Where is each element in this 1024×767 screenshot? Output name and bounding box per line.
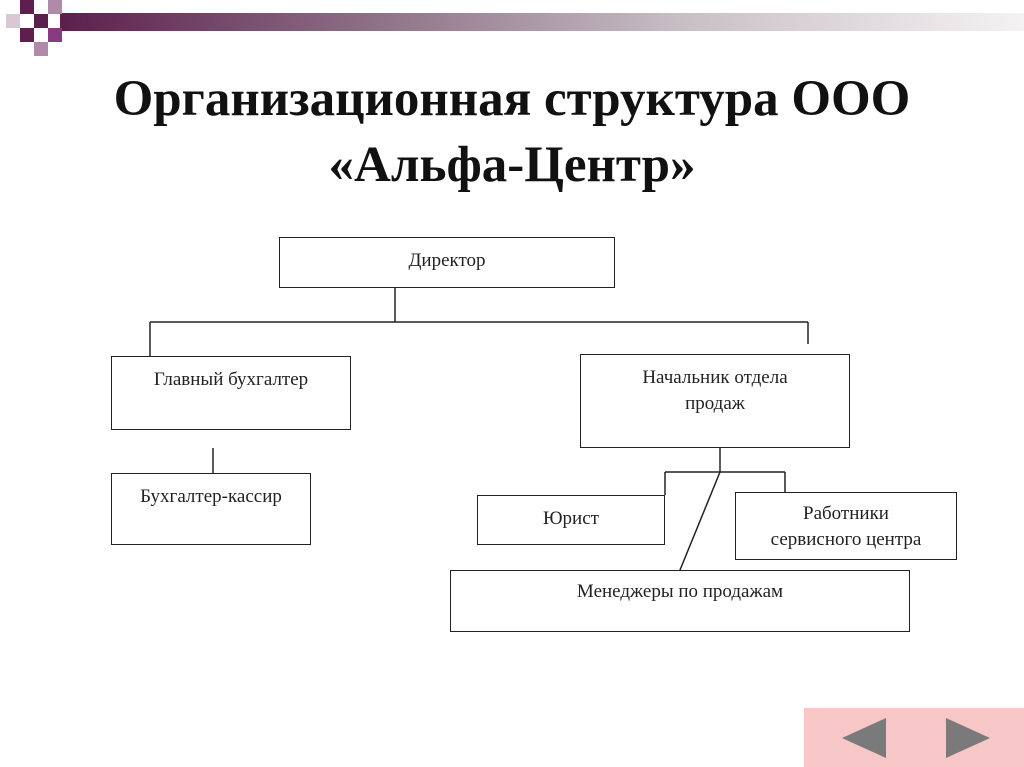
box-label-line-1: Начальник отдела (642, 367, 788, 388)
box-label-line-1: Работники (803, 503, 889, 524)
box-service-staff: Работники сервисного центра (735, 492, 957, 560)
slide-title: Организационная структура ООО «Альфа-Цен… (0, 66, 1024, 198)
box-chief-accountant: Главный бухгалтер (111, 356, 351, 430)
deco-square (48, 28, 62, 42)
box-director: Директор (279, 237, 615, 288)
box-label-line-2: продаж (685, 393, 745, 414)
box-label: Юрист (543, 508, 599, 529)
box-label: Бухгалтер-кассир (140, 486, 282, 507)
box-sales-head: Начальник отдела продаж (580, 354, 850, 448)
arrow-right-icon[interactable] (938, 716, 998, 760)
box-label: Менеджеры по продажам (576, 581, 784, 602)
box-accountant-cashier: Бухгалтер-кассир (111, 473, 311, 545)
box-lawyer: Юрист (477, 495, 665, 545)
deco-square (34, 14, 48, 28)
box-sales-managers: Менеджеры по продажам (450, 570, 910, 632)
arrow-left-icon[interactable] (838, 716, 898, 760)
box-label: Директор (408, 250, 486, 271)
box-label: Главный бухгалтер (153, 369, 309, 390)
deco-square (34, 42, 48, 56)
deco-square (6, 14, 20, 28)
title-line-1: Организационная структура ООО (113, 71, 911, 127)
deco-square (48, 0, 62, 14)
deco-square (20, 28, 34, 42)
header-gradient-bar (60, 13, 1024, 31)
deco-square (20, 0, 34, 14)
box-label-line-2: сервисного центра (770, 529, 922, 550)
slide-navigation (804, 708, 1024, 767)
connector-line (679, 471, 721, 571)
header-decoration (0, 0, 1024, 80)
title-line-2: «Альфа-Центр» (328, 137, 696, 193)
